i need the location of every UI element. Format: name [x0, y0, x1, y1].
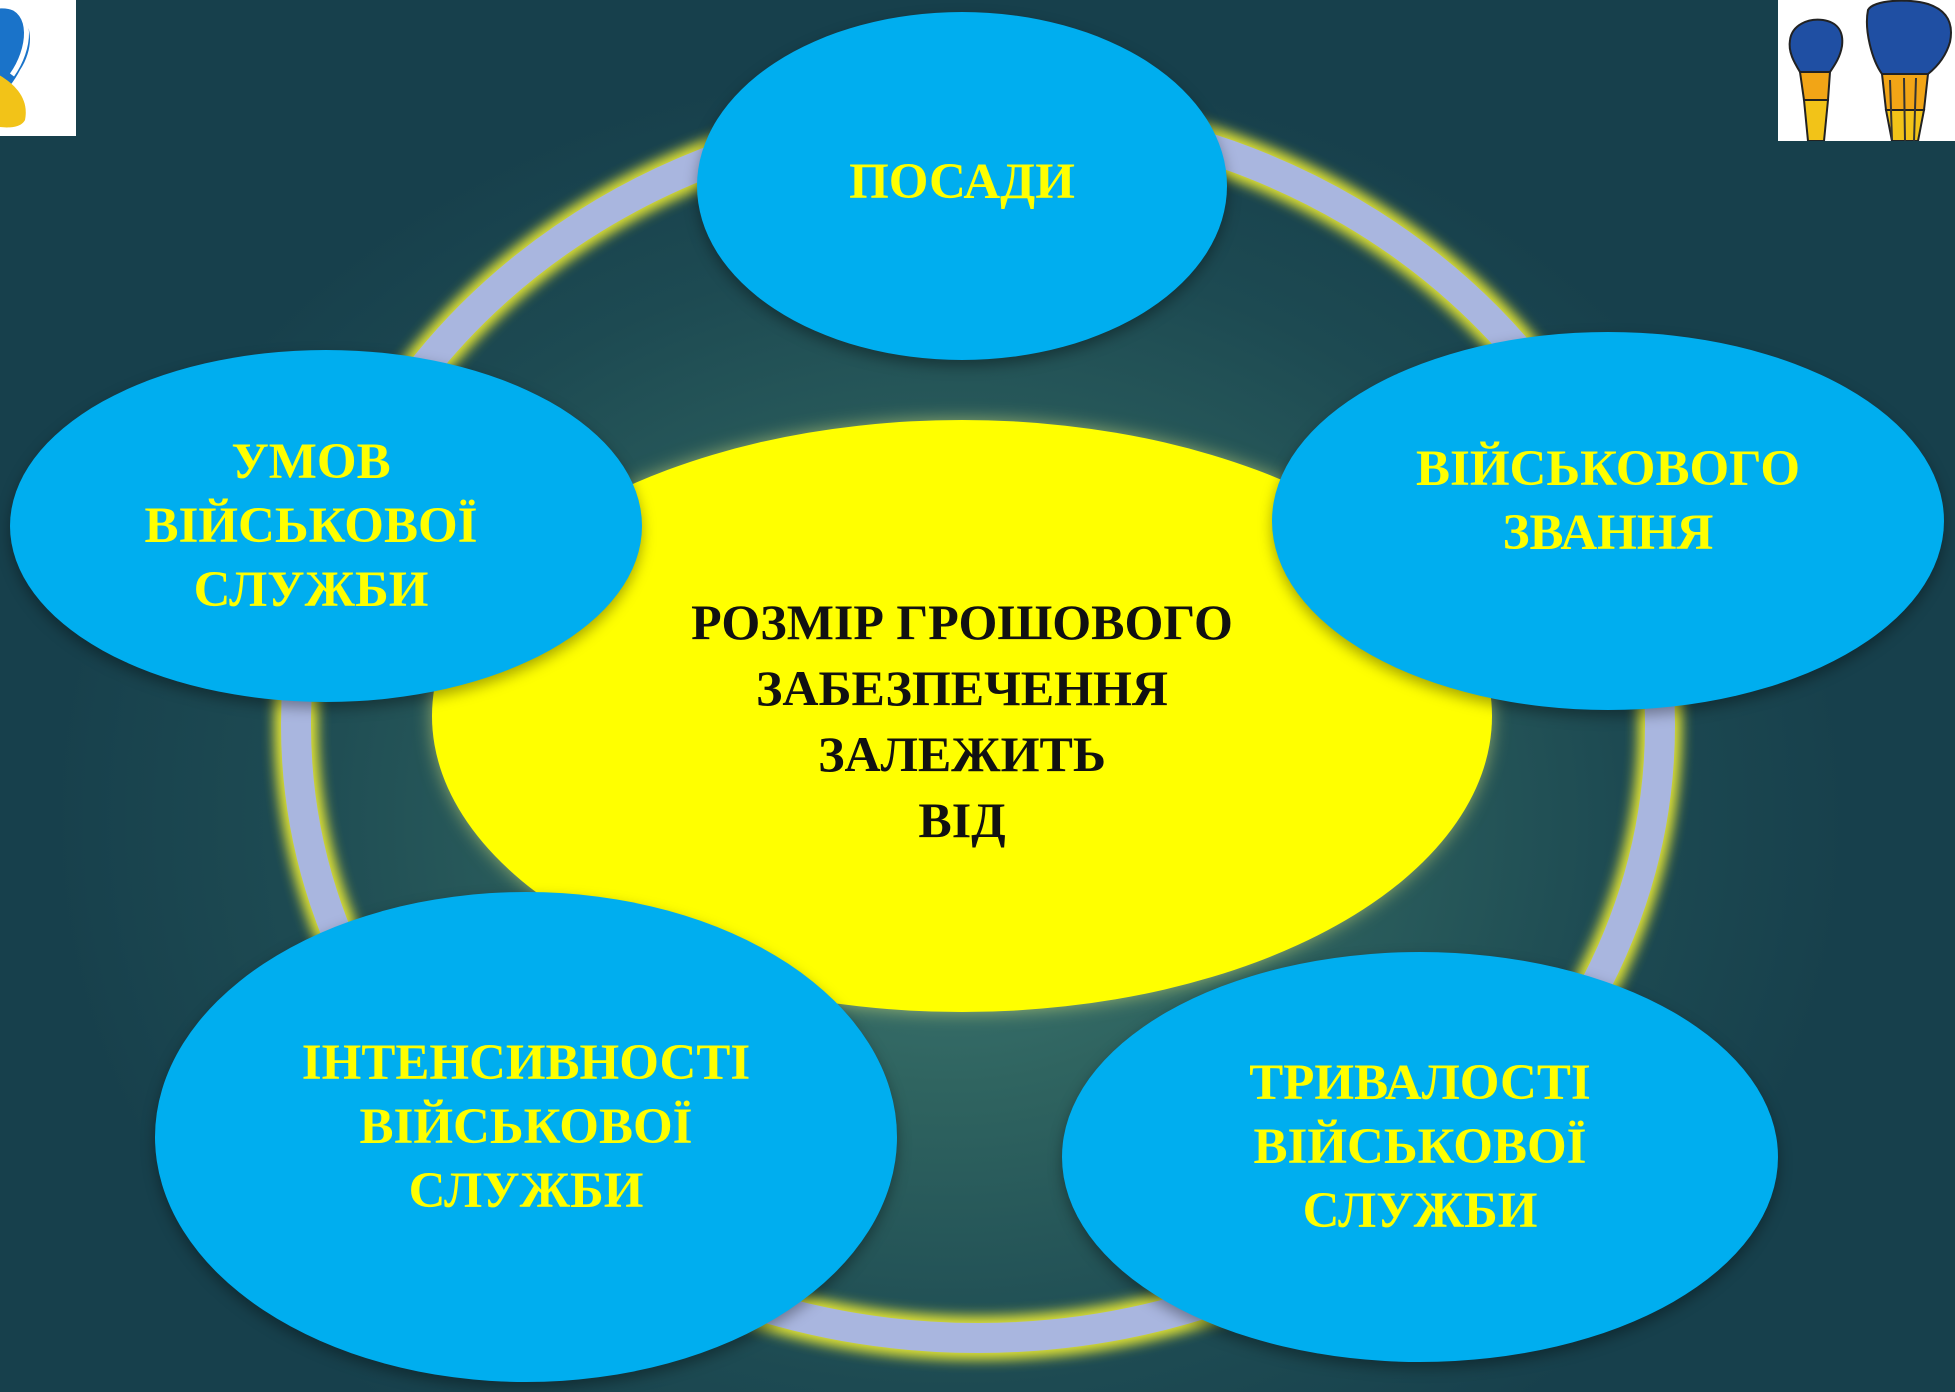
center-label: РОЗМІР ГРОШОВОГО ЗАБЕЗПЕЧЕННЯ ЗАЛЕЖИТЬ В… [691, 594, 1233, 848]
raised-fists-icon [1778, 0, 1955, 141]
node-left: УМОВ ВІЙСЬКОВОЇ СЛУЖБИ [10, 350, 642, 702]
node-bottom-right: ТРИВАЛОСТІ ВІЙСЬКОВОЇ СЛУЖБИ [1062, 952, 1778, 1362]
center-ellipse: РОЗМІР ГРОШОВОГО ЗАБЕЗПЕЧЕННЯ ЗАЛЕЖИТЬ В… [432, 420, 1492, 1012]
node-left-label: УМОВ ВІЙСЬКОВОЇ СЛУЖБИ [144, 434, 478, 618]
node-top-label: ПОСАДИ [849, 154, 1075, 210]
ukraine-emblem-icon [0, 0, 76, 136]
node-bottom-right-label: ТРИВАЛОСТІ ВІЙСЬКОВОЇ СЛУЖБИ [1249, 1055, 1591, 1239]
node-top: ПОСАДИ [697, 12, 1227, 360]
node-right: ВІЙСЬКОВОГО ЗВАННЯ [1272, 332, 1944, 710]
node-right-label: ВІЙСЬКОВОГО ЗВАННЯ [1416, 441, 1800, 561]
node-bottom-left-label: ІНТЕНСИВНОСТІ ВІЙСЬКОВОЇ СЛУЖБИ [301, 1035, 751, 1219]
node-bottom-left: ІНТЕНСИВНОСТІ ВІЙСЬКОВОЇ СЛУЖБИ [155, 892, 897, 1382]
